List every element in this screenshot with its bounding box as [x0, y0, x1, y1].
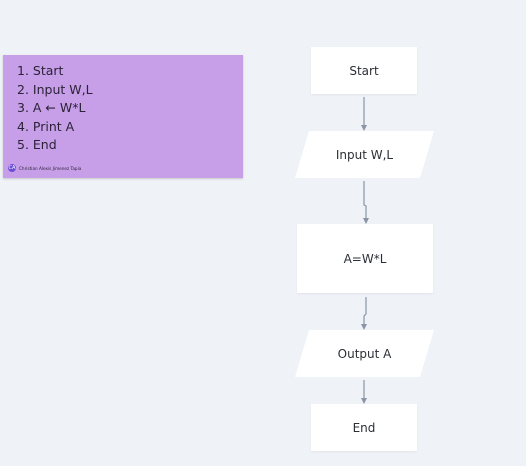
input-node[interactable]: Input W,L [295, 131, 434, 178]
sticky-author: CA Christian Alexis Jimenez Tapia [8, 164, 81, 172]
start-node[interactable]: Start [311, 47, 417, 94]
connector-input-to-process [363, 181, 369, 224]
input-node-label: Input W,L [335, 147, 394, 162]
author-avatar: CA [8, 164, 16, 172]
process-node-label: A=W*L [343, 251, 387, 266]
input-node-shape [295, 131, 434, 178]
end-node[interactable]: End [311, 404, 417, 451]
end-node-label: End [352, 420, 376, 435]
step-1: 1. Start [17, 63, 64, 78]
step-2: 2. Input W,L [17, 81, 93, 97]
output-node-shape [295, 330, 434, 377]
step-5: 5. End [17, 137, 57, 152]
start-node-label: Start [349, 63, 379, 78]
connector-process-to-output [361, 297, 367, 330]
process-node[interactable]: A=W*L [297, 224, 433, 293]
output-node[interactable]: Output A [295, 330, 434, 377]
algorithm-sticky-note[interactable]: 1. Start 2. Input W,L 3. A ← W*L 4. Prin… [3, 55, 243, 178]
algorithm-steps-list: 1. Start 2. Input W,L 3. A ← W*L 4. Prin… [17, 62, 93, 155]
author-name: Christian Alexis Jimenez Tapia [19, 165, 82, 171]
step-3: 3. A ← W*L [17, 100, 86, 115]
output-node-label: Output A [337, 346, 392, 361]
step-4: 4. Print A [17, 118, 75, 134]
